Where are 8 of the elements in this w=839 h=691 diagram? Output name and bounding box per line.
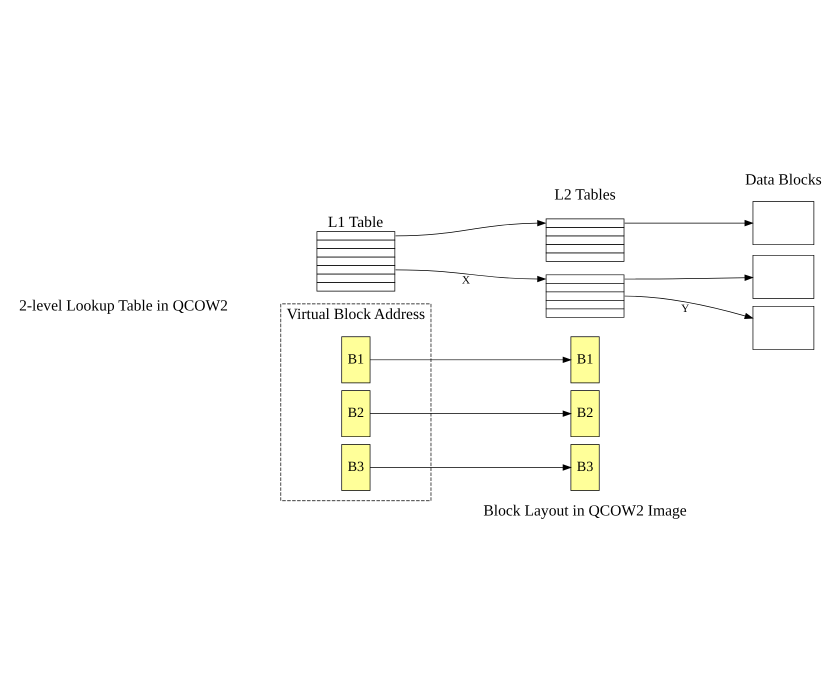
node-label: L1 Table xyxy=(327,214,383,231)
label: L2 Tables xyxy=(554,186,616,203)
label: Data Blocks xyxy=(744,171,822,188)
node-label: Virtual Block Address xyxy=(286,306,425,323)
edge-label: Y xyxy=(680,302,689,314)
label: Block Layout in QCOW2 Image xyxy=(482,502,686,519)
edge-label: X xyxy=(461,274,470,286)
label: 2-level Lookup Table in QCOW2 xyxy=(18,297,228,314)
